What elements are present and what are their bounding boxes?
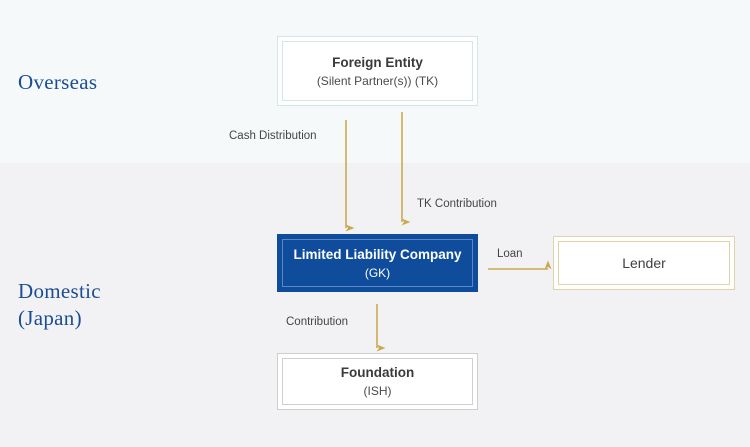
- node-text-lender: Lender: [622, 254, 666, 273]
- region-label-domestic: Domestic (Japan): [18, 279, 101, 330]
- node-title: Foreign Entity: [332, 54, 423, 70]
- node-subtitle: (Silent Partner(s)) (TK): [316, 73, 439, 88]
- region-label-overseas: Overseas: [18, 70, 98, 94]
- node-foreign-entity[interactable]: Foreign Entity (Silent Partner(s)) (TK): [277, 36, 478, 106]
- node-lender[interactable]: Lender: [553, 236, 735, 290]
- node-subtitle: (ISH): [363, 384, 392, 398]
- node-limited-liability-company[interactable]: Limited Liability Company (GK): [277, 234, 478, 292]
- edge-label-contribution: Contribution: [286, 316, 349, 328]
- node-subtitle: (GK): [364, 265, 391, 280]
- node-title: Limited Liability Company: [293, 246, 462, 262]
- edge-label-loan: Loan: [497, 248, 523, 260]
- node-text-foundation: Foundation (ISH): [341, 363, 414, 400]
- node-title: Foundation: [340, 365, 415, 380]
- node-title: Lender: [622, 254, 666, 271]
- edge-label-tk-contribution: TK Contribution: [417, 198, 497, 210]
- node-foundation[interactable]: Foundation (ISH): [277, 353, 478, 410]
- node-text-foreign-entity: Foreign Entity (Silent Partner(s)) (TK): [317, 53, 438, 90]
- edge-label-cash-distribution: Cash Distribution: [229, 130, 317, 142]
- node-text-limited-liability-company: Limited Liability Company (GK): [293, 245, 461, 282]
